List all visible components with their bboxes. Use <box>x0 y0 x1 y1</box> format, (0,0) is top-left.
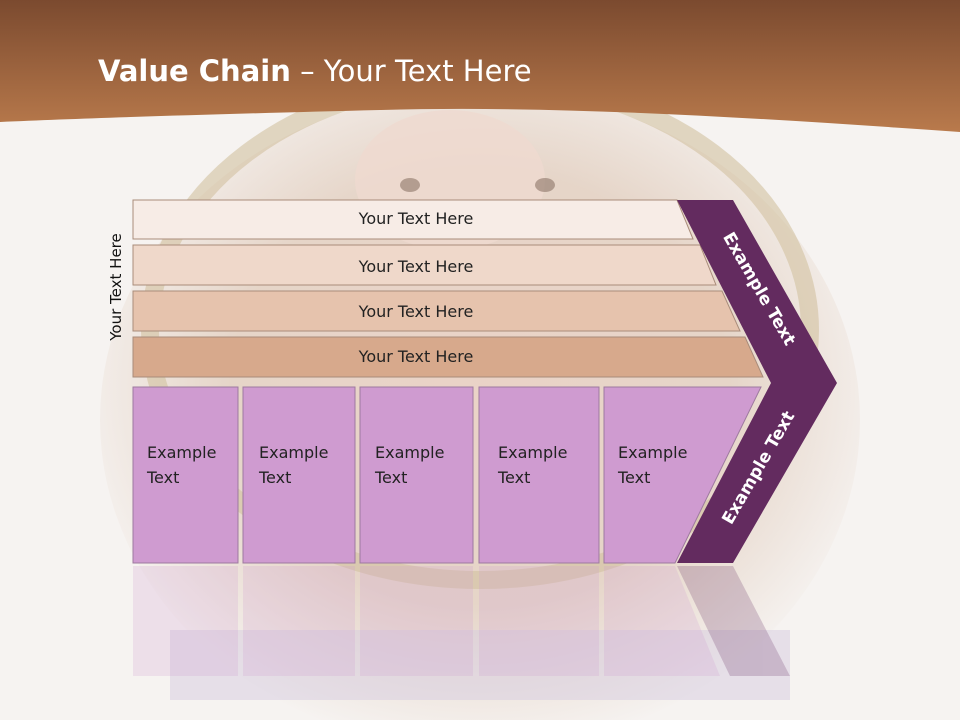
cell-3-line1: Example <box>375 443 445 462</box>
page-title-bold: Value Chain <box>98 54 291 88</box>
support-bar-1 <box>132 199 694 240</box>
support-bar-2-label: Your Text Here <box>358 257 474 276</box>
cell-2-line1: Example <box>259 443 329 462</box>
cell-1-line2: Text <box>147 468 180 487</box>
cell-5-line2: Text <box>618 468 651 487</box>
primary-cell-1 <box>132 386 239 564</box>
reflection-chevron <box>677 566 790 676</box>
primary-cell-5 <box>603 386 762 564</box>
support-bar-3 <box>132 290 741 332</box>
reflection-cell-3 <box>360 566 473 676</box>
support-bar-4 <box>132 336 764 378</box>
support-bar-4-label: Your Text Here <box>358 347 474 366</box>
margin-chevron <box>677 200 837 563</box>
support-bar-2 <box>132 244 717 286</box>
primary-cell-4 <box>478 386 600 564</box>
cell-4-line2: Text <box>498 468 531 487</box>
support-bar-3-label: Your Text Here <box>358 302 474 321</box>
primary-cell-2 <box>242 386 356 564</box>
cell-3-line2: Text <box>375 468 408 487</box>
reflection-cell-1 <box>133 566 238 676</box>
reflection-cell-5 <box>604 566 720 676</box>
page-title: Value Chain – Your Text Here <box>98 54 532 88</box>
reflection-cell-4 <box>479 566 599 676</box>
reflection <box>133 566 790 676</box>
header-band <box>0 0 960 132</box>
primary-cell-3 <box>359 386 474 564</box>
cell-5-line1: Example <box>618 443 688 462</box>
cell-2-line2: Text <box>259 468 292 487</box>
support-bar-1-label: Your Text Here <box>358 209 474 228</box>
page-title-rest: – Your Text Here <box>290 54 532 88</box>
cell-1-line1: Example <box>147 443 217 462</box>
cell-4-line1: Example <box>498 443 568 462</box>
reflection-cell-2 <box>243 566 355 676</box>
